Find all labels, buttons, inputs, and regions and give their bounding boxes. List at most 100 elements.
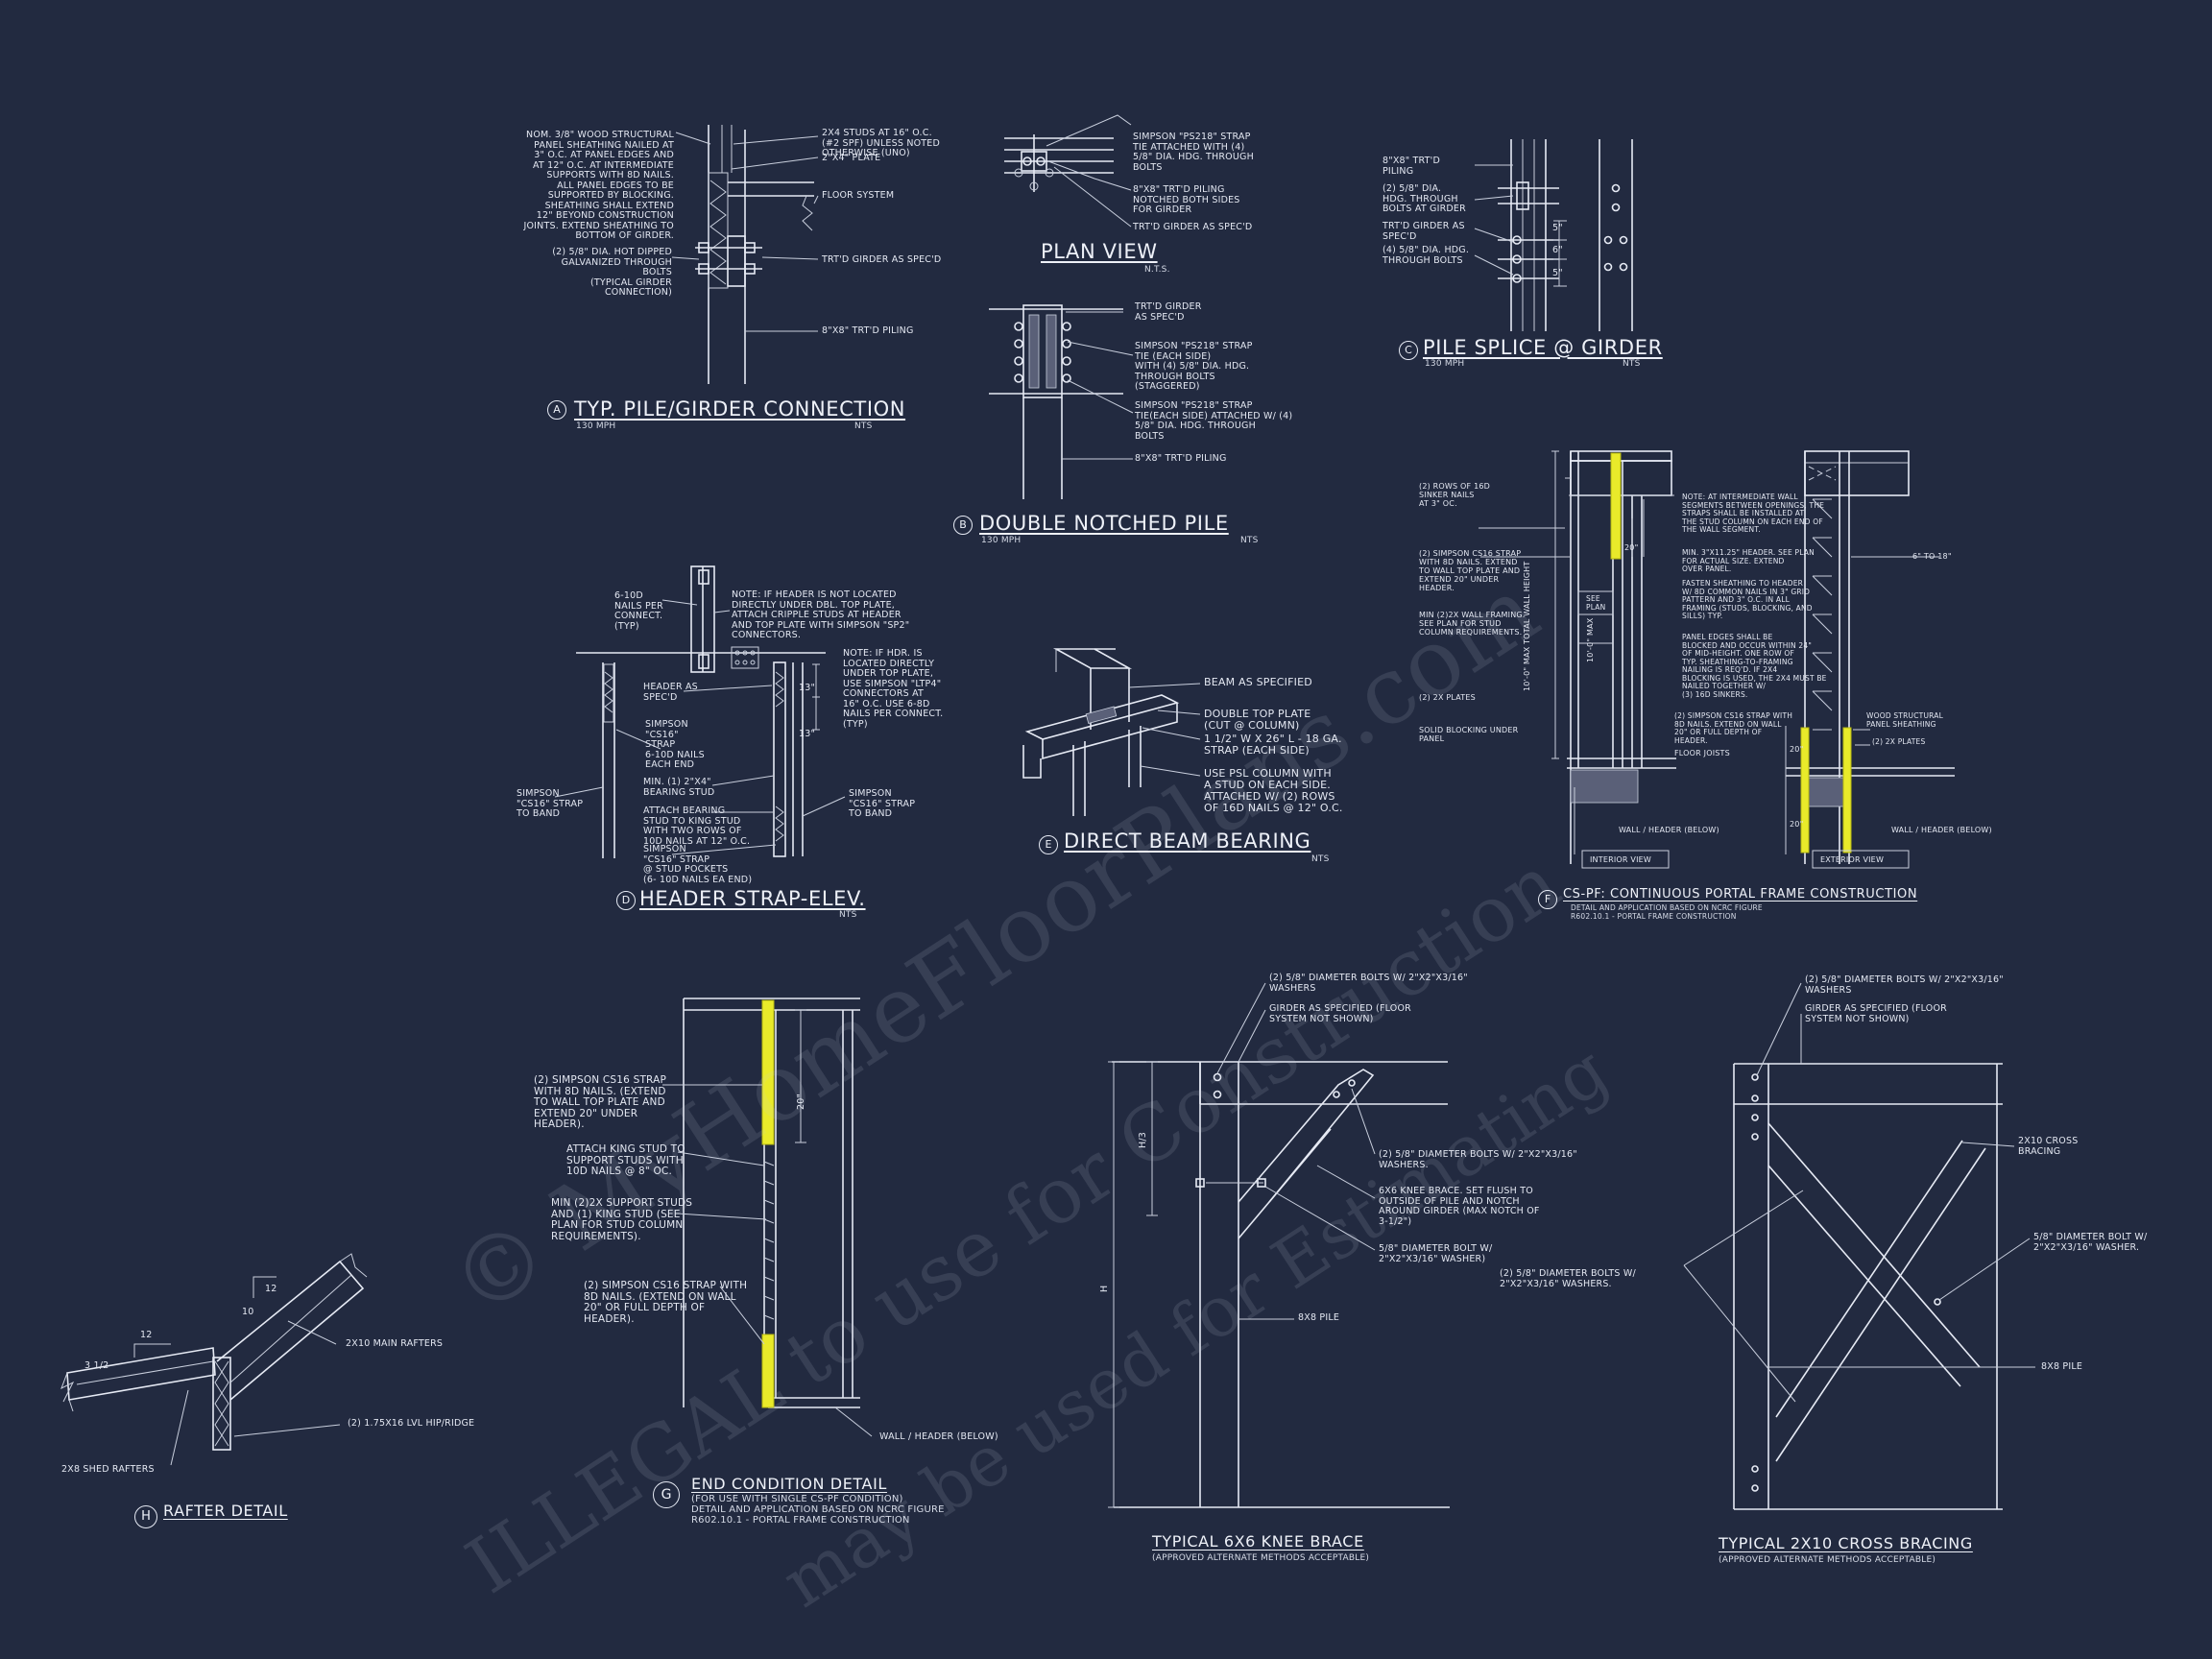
detail-g-king-note: ATTACH KING STUD TO SUPPORT STUDS WITH 1… (566, 1143, 685, 1177)
detail-f-dim-6: 6" TO 18" (1912, 552, 1952, 561)
detail-f-edges-note: PANEL EDGES SHALL BE BLOCKED AND OCCUR W… (1682, 633, 1827, 699)
detail-a-girder-note: TRT'D GIRDER AS SPEC'D (822, 254, 942, 265)
detail-h-pitch-r2: 10 (242, 1307, 254, 1317)
detail-g-drawing (662, 998, 873, 1437)
detail-f-joists-note: FLOOR JOISTS (1674, 749, 1730, 757)
knee-bolt3-note: 5/8" DIAMETER BOLT W/ 2"x2"x3/16" WASHER… (1379, 1243, 1493, 1264)
detail-h-lvl-note: (2) 1.75x16 LVL HIP/RIDGE (348, 1418, 475, 1429)
detail-g-subtitle: (FOR USE WITH SINGLE CS-PF CONDITION) DE… (691, 1494, 945, 1526)
knee-dim-h3: H/3 (1138, 1132, 1148, 1148)
detail-h-pitch-s1: 12 (140, 1330, 153, 1340)
detail-c-dim-2: 6" (1552, 245, 1563, 255)
detail-d-attach-note: ATTACH BEARING STUD TO KING STUD WITH TW… (643, 805, 751, 847)
detail-h-main-note: 2x10 MAIN RAFTERS (346, 1338, 444, 1349)
cross-bracing-drawing (1683, 982, 2035, 1510)
detail-g-strap2-note: (2) SIMPSON CS16 STRAP WITH 8d NAILS. (E… (584, 1280, 748, 1325)
detail-f-plates2-note: (2) 2x PLATES (1872, 737, 1926, 746)
detail-d-tag: D (616, 891, 636, 910)
cross-bolt-note: 5/8" DIAMETER BOLT W/ 2"x2"x3/16" WASHER… (2033, 1232, 2148, 1253)
detail-f-dim-20: 20" (1624, 543, 1639, 552)
detail-d-scale: NTS (839, 910, 857, 920)
detail-h-pitch-r1: 12 (265, 1284, 277, 1294)
plan-view-scale: N.T.S. (1144, 265, 1170, 275)
knee-title: TYPICAL 6x6 KNEE BRACE (1152, 1532, 1364, 1551)
detail-a-scale: NTS (854, 421, 873, 431)
detail-f-title: CS-PF: CONTINUOUS PORTAL FRAME CONSTRUCT… (1563, 887, 1918, 902)
detail-f-view-interior: INTERIOR VIEW (1590, 855, 1651, 864)
detail-d-title: HEADER STRAP-ELEV. (639, 887, 866, 910)
detail-a-piling-note: 8"x8" TRT'D PILING (822, 325, 914, 336)
detail-c-scale: NTS (1623, 359, 1641, 369)
detail-d-note1: NOTE: IF HEADER IS NOT LOCATED DIRECTLY … (732, 589, 910, 640)
detail-f-view-exterior: EXTERIOR VIEW (1820, 855, 1885, 864)
detail-c-piling-note: 8"x8" TRT'D PILING (1382, 156, 1440, 177)
plan-view-drawing (1004, 114, 1132, 228)
detail-f-dim-max: 10'-0" MAX TOTAL WALL HEIGHT (1523, 561, 1531, 691)
plan-view-strap-note: SIMPSON "PS218" STRAP TIE ATTACHED WITH … (1133, 132, 1254, 173)
detail-f-dim-max2: 10'-0" MAX (1586, 617, 1595, 662)
detail-g-tag: G (653, 1481, 680, 1508)
detail-d-header-note: HEADER AS SPEC'D (643, 682, 698, 703)
cross-bolts2-note: (2) 5/8" DIAMETER BOLTS W/ 2"x2"x3/16" W… (1500, 1268, 1636, 1289)
detail-d-note2: NOTE: IF HDR. IS LOCATED DIRECTLY UNDER … (843, 648, 944, 730)
detail-f-drawing (1479, 450, 1955, 869)
cross-subtitle: (APPROVED ALTERNATE METHODS ACCEPTABLE) (1719, 1555, 1936, 1565)
detail-c-bolts2-note: (4) 5/8" DIA. HDG. THROUGH BOLTS (1382, 245, 1470, 266)
detail-c-dim-1: 5" (1552, 223, 1563, 233)
detail-f-note: NOTE: AT INTERMEDIATE WALL SEGMENTS BETW… (1682, 493, 1825, 534)
plan-view-title: PLAN VIEW (1041, 240, 1158, 263)
detail-a-title: TYP. PILE/GIRDER CONNECTION (574, 397, 906, 421)
detail-h-shed-note: 2x8 SHED RAFTERS (61, 1464, 155, 1475)
detail-e-scale: NTS (1311, 854, 1330, 864)
detail-a-sheathing-note: NOM. 3/8" WOOD STRUCTURAL PANEL SHEATHIN… (523, 130, 674, 241)
knee-bolts2-note: (2) 5/8" DIAMETER BOLTS W/ 2"x2"x3/16" W… (1379, 1149, 1577, 1170)
detail-b-tag: B (953, 516, 973, 535)
detail-b-strap1-note: SIMPSON "PS218" STRAP TIE (EACH SIDE) WI… (1135, 341, 1253, 392)
detail-f-wall2-note: WALL / HEADER (BELOW) (1891, 826, 1992, 834)
detail-f-dim-see: SEE PLAN (1586, 594, 1606, 612)
detail-f-strap-note: (2) SIMPSON CS16 STRAP WITH 8d NAILS. EX… (1419, 549, 1522, 592)
detail-c-bolts1-note: (2) 5/8" DIA. HDG. THROUGH BOLTS AT GIRD… (1382, 183, 1466, 214)
detail-e-plate-note: DOUBLE TOP PLATE (CUT @ COLUMN) (1204, 708, 1311, 732)
detail-f-dim-20b: 20" (1790, 745, 1804, 754)
detail-d-bandL-note: SIMPSON "CS16" STRAP TO BAND (517, 788, 584, 819)
detail-f-framing-note: MIN (2)2X WALL FRAMING. SEE PLAN FOR STU… (1419, 611, 1526, 637)
detail-g-min-note: MIN (2)2X SUPPORT STUDS AND (1) KING STU… (551, 1197, 693, 1242)
detail-a-bolts-note: (2) 5/8" DIA. HOT DIPPED GALVANIZED THRO… (552, 247, 672, 298)
detail-g-title: END CONDITION DETAIL (691, 1475, 887, 1493)
detail-d-bandR-note: SIMPSON "CS16" STRAP TO BAND (849, 788, 916, 819)
detail-c-tag: C (1399, 341, 1418, 360)
plan-view-piling-note: 8"x8" TRT'D PILING NOTCHED BOTH SIDES FO… (1133, 184, 1240, 215)
detail-d-dim-1: 13" (799, 683, 816, 693)
detail-e-tag: E (1039, 835, 1058, 854)
cross-title: TYPICAL 2x10 CROSS BRACING (1719, 1534, 1973, 1552)
detail-f-fasten-note: FASTEN SHEATHING TO HEADER W/ 8d COMMON … (1682, 579, 1813, 620)
detail-b-title: DOUBLE NOTCHED PILE (979, 512, 1229, 535)
detail-f-tag: F (1538, 890, 1557, 909)
knee-subtitle: (APPROVED ALTERNATE METHODS ACCEPTABLE) (1152, 1553, 1370, 1563)
detail-e-psl-note: USE PSL COLUMN WITH A STUD ON EACH SIDE.… (1204, 767, 1343, 814)
detail-h-pitch-s2: 3 1/2 (84, 1360, 109, 1371)
detail-c-girder-note: TRT'D GIRDER AS SPEC'D (1382, 221, 1465, 242)
detail-c-drawing (1474, 139, 1633, 331)
detail-d-dim-2: 13" (799, 729, 816, 739)
knee-bolts1-note: (2) 5/8" DIAMETER BOLTS W/ 2"x2"x3/16" W… (1269, 973, 1468, 994)
detail-a-drawing (671, 125, 819, 384)
detail-e-drawing (1022, 648, 1201, 816)
knee-brace-note: 6x6 KNEE BRACE. SET FLUSH TO OUTSIDE OF … (1379, 1186, 1540, 1227)
detail-d-drawing (554, 565, 846, 858)
detail-f-blocking-note: SOLID BLOCKING UNDER PANEL (1419, 726, 1519, 743)
detail-c-dim-3: 5" (1552, 268, 1563, 278)
detail-b-scale: NTS (1240, 536, 1259, 545)
detail-f-wall-note: WALL / HEADER (BELOW) (1619, 826, 1719, 834)
detail-g-strap1-note: (2) SIMPSON CS16 STRAP WITH 8d NAILS. (E… (534, 1074, 667, 1130)
detail-h-drawing (60, 1253, 368, 1466)
detail-e-strap-note: 1 1/2" W x 26" L - 18 GA. STRAP (EACH SI… (1204, 733, 1342, 757)
cross-bolts1-note: (2) 5/8" DIAMETER BOLTS W/ 2"x2"x3/16" W… (1805, 974, 2004, 996)
detail-b-piling-note: 8"x8" TRT'D PILING (1135, 453, 1227, 464)
detail-c-wind: 130 MPH (1425, 359, 1465, 369)
detail-e-title: DIRECT BEAM BEARING (1064, 830, 1311, 853)
detail-b-wind: 130 MPH (981, 536, 1022, 545)
detail-a-studs-note: 2x4 STUDS AT 16" O.C. (#2 SPF) UNLESS NO… (822, 128, 941, 158)
